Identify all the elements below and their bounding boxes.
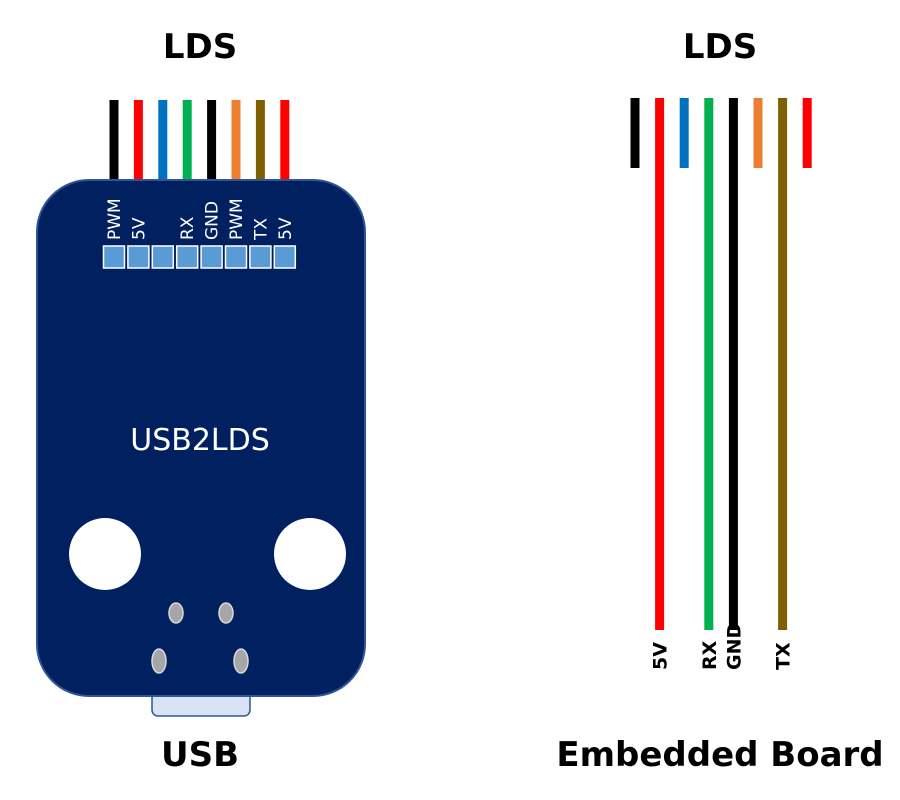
via-bottom-left [151,648,167,674]
connector-pads [102,245,297,269]
pin-label-2: 5V [129,217,149,240]
mounting-hole-left [69,518,141,590]
right-wire-7 [778,98,788,630]
left-wire-3 [158,100,168,184]
pad-6 [224,245,248,269]
left-wire-7 [255,100,265,184]
pad-7 [249,245,272,269]
right-wire-3 [679,98,689,168]
via-bottom-right [233,648,249,674]
left-lds-heading: LDS [163,27,237,67]
pin-label-4: RX [178,216,198,240]
pad-3 [151,245,175,269]
pad-4 [175,245,199,269]
left-wire-4 [182,100,192,184]
pin-label-8: 5V [276,217,296,240]
via-top-right [218,602,234,624]
pin-label-5: GND [203,201,223,240]
left-wire-6 [231,100,241,184]
right-wire-4 [704,98,714,630]
via-top-left [168,602,184,624]
right-wire-2 [655,98,665,630]
pin-label-1: PWM [105,198,125,240]
right-wire-bundle [630,98,812,630]
pad-5 [200,245,223,269]
pad-1 [102,245,126,269]
pin-label-7: TX [251,218,271,241]
right-wire-6 [753,98,763,168]
left-wire-bundle [109,100,290,184]
pad-2 [127,245,150,269]
left-wire-8 [280,100,290,184]
embedded-board-footer-label: Embedded Board [556,735,883,775]
mounting-hole-right [274,518,346,590]
wire-label-7: TX [773,642,795,670]
pad-8 [273,245,297,269]
pin-label-6: PWM [227,198,247,240]
right-wire-1 [630,98,640,168]
wire-label-2: 5V [650,642,672,670]
left-wire-5 [207,100,217,184]
right-lds-heading: LDS [683,27,757,67]
usb-footer-label: USB [161,735,239,775]
wire-label-4: RX [699,640,721,670]
board-name: USB2LDS [130,423,270,458]
right-wire-8 [802,98,812,168]
left-wire-1 [109,100,119,184]
left-wire-2 [133,100,143,184]
wire-label-5: GND [723,623,745,670]
right-wire-5 [728,98,738,630]
